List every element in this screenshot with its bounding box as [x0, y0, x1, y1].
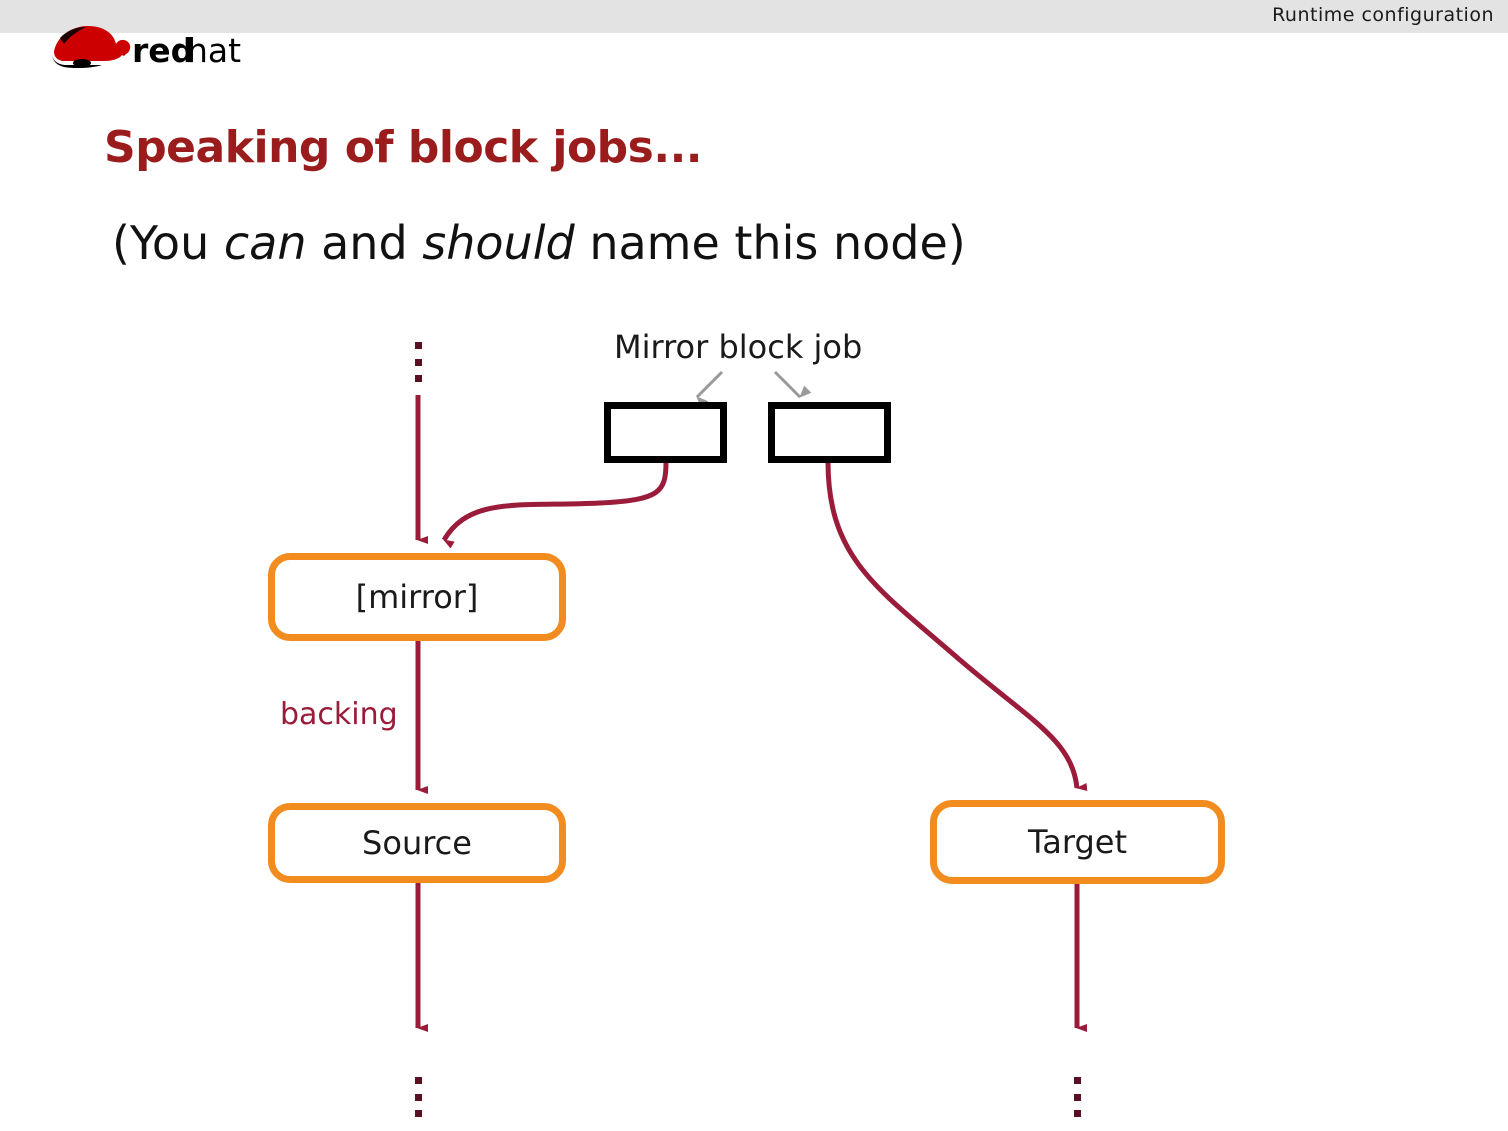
edge-jobbox-right-to-target: [825, 461, 1088, 791]
subtitle-part-3: should: [422, 216, 575, 270]
redhat-logo-svg: red hat.: [52, 26, 244, 70]
label-mirror-block-job: Mirror block job: [614, 328, 863, 366]
header-title: Runtime configuration: [1272, 4, 1494, 26]
node-target-label: Target: [1028, 823, 1127, 861]
node-mirror[interactable]: [mirror]: [268, 553, 566, 641]
jobbox-right[interactable]: [768, 402, 891, 463]
callout-arrow-left-icon: [695, 370, 724, 409]
shadowman-icon: [52, 26, 131, 69]
top-ellipsis: [415, 342, 422, 382]
node-source-label: Source: [362, 824, 472, 862]
subtitle-part-4: name this node): [574, 216, 966, 270]
node-source[interactable]: Source: [268, 803, 566, 883]
bottom-left-ellipsis: [415, 1077, 422, 1117]
header-bar: [0, 0, 1508, 33]
node-target[interactable]: Target: [930, 800, 1225, 884]
logo-wordmark-red: red: [132, 31, 194, 70]
slide-title: Speaking of block jobs...: [104, 122, 703, 173]
bottom-right-ellipsis: [1074, 1077, 1081, 1117]
logo-wordmark-hat: hat.: [187, 31, 244, 70]
slide-subtitle: (You can and should name this node): [112, 216, 966, 270]
jobbox-left[interactable]: [604, 402, 727, 463]
edge-jobbox-left-to-mirror: [441, 461, 669, 549]
redhat-logo: red hat.: [44, 22, 244, 72]
subtitle-part-0: (You: [112, 216, 224, 270]
label-backing: backing: [280, 697, 398, 732]
callout-arrow-right-icon: [773, 370, 812, 399]
subtitle-part-1: can: [223, 216, 307, 270]
subtitle-part-2: and: [306, 216, 423, 270]
node-mirror-label: [mirror]: [355, 578, 479, 616]
